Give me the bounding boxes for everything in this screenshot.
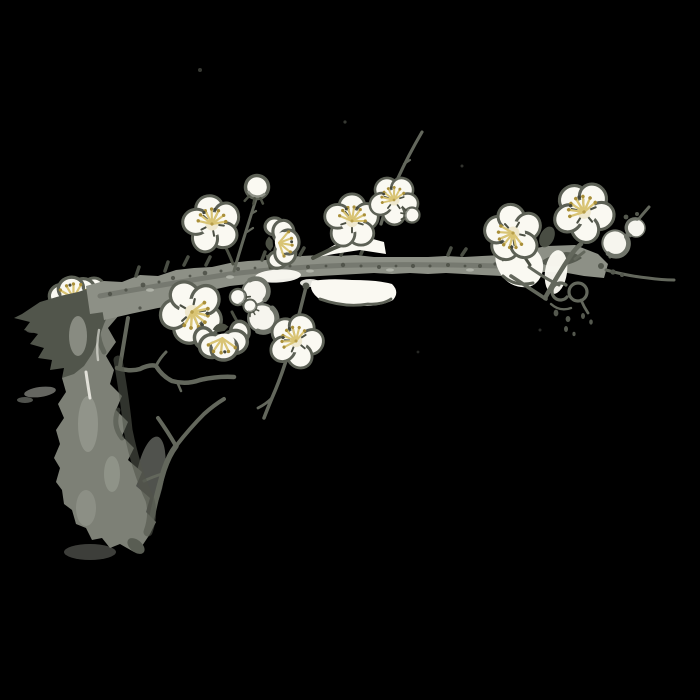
paper-specks: [198, 68, 542, 354]
blossom-cluster-right: [473, 168, 651, 274]
trunk-highlights: [69, 316, 120, 526]
trunk-knot: [14, 286, 110, 378]
trunk: [14, 284, 157, 554]
petal-mass-outline: [318, 297, 393, 307]
blossom-cluster-middle: [149, 268, 334, 380]
blossom-cluster-upper-left: [177, 171, 303, 271]
trunk-tip-shade: [127, 538, 145, 554]
tendril-droplets: [553, 212, 639, 337]
petal-mass-below-branch: [310, 279, 397, 306]
petal-mass-outline: [501, 274, 535, 286]
main-branch: [86, 244, 608, 314]
branch-light-flecks: [146, 268, 474, 292]
trunk-white-slash: [84, 328, 101, 400]
main-branch-body: [86, 245, 608, 314]
inter-blossom-shade: [539, 226, 555, 248]
